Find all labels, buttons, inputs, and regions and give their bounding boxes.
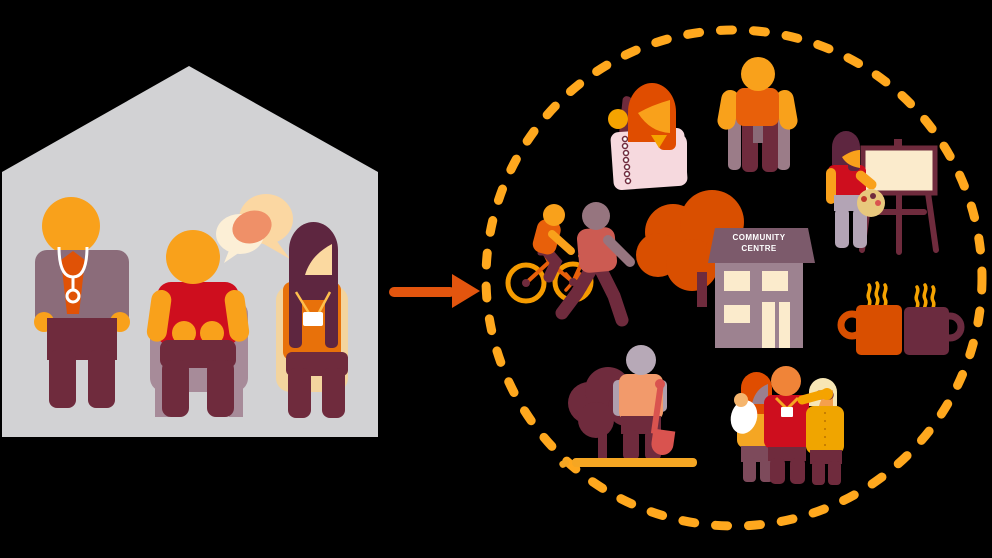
referral-arrow-icon: [389, 274, 480, 308]
activity-tea-coffee: [837, 281, 965, 355]
community-centre-sign: COMMUNITY CENTRE: [706, 233, 812, 255]
activity-seated-exercise: [717, 57, 798, 172]
speech-bubbles-icon: [216, 194, 293, 263]
id-badge-icon: [303, 312, 323, 326]
activity-gardening: [559, 345, 697, 468]
community-centre-sign-line2: CENTRE: [741, 243, 777, 253]
doctor-figure: [34, 197, 130, 408]
community-centre-building: [708, 228, 815, 348]
activity-community-centre: [636, 190, 815, 348]
activity-learning-group: [608, 83, 688, 190]
activity-art-class: [826, 131, 939, 255]
activity-cycling-walking: [505, 202, 635, 327]
notebook-spiral-icon: [621, 135, 632, 185]
baby-icon: [730, 393, 758, 434]
link-worker-figure: [276, 222, 348, 418]
paint-palette-icon: [857, 189, 885, 217]
shovel-icon: [650, 379, 676, 455]
patient-figure: [146, 230, 250, 417]
community-circle-dashed-border: [481, 25, 987, 531]
activity-family-group: [730, 366, 844, 485]
community-centre-sign-line1: COMMUNITY: [732, 233, 786, 242]
stethoscope-icon: [57, 246, 89, 304]
